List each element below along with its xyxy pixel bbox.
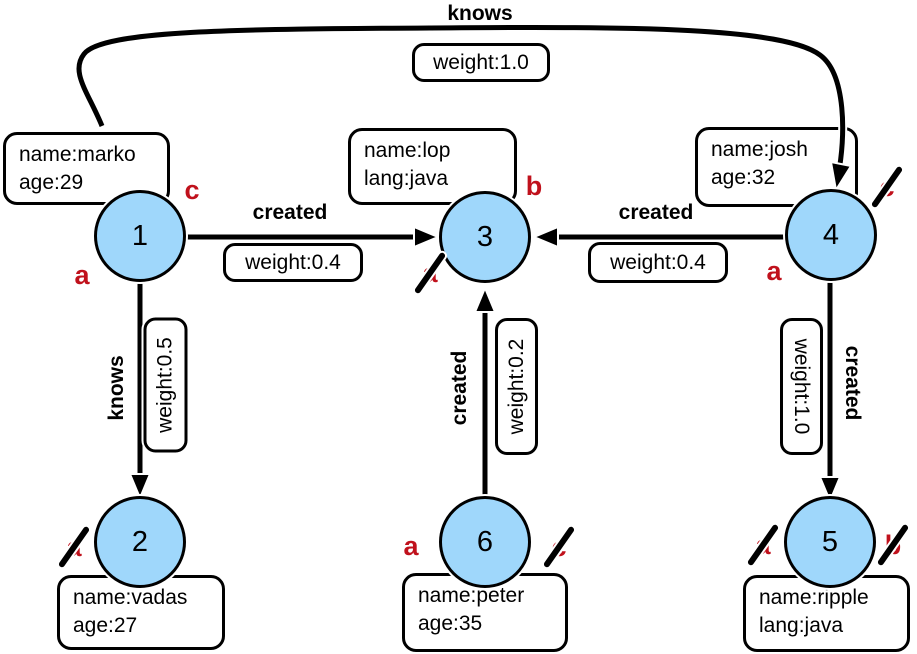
vertex-id: 5 — [821, 525, 839, 558]
arrowhead-into-3-left — [413, 225, 441, 249]
marker-a-vertex-4: a — [759, 256, 789, 286]
marker-a-vertex-5-crossed: a — [746, 523, 780, 567]
vertex-id: 3 — [476, 220, 494, 253]
weight-knows-top: weight:1.0 — [412, 43, 550, 82]
prop-line: name:peter — [418, 584, 525, 607]
edge-1-2-knows — [128, 282, 152, 501]
marker-letter: a — [403, 530, 419, 561]
marker-a-vertex-6: a — [396, 531, 426, 561]
vertex-6: 6 — [439, 496, 531, 588]
edge-label-created-4-3: created — [618, 201, 694, 224]
vertex-id: 4 — [822, 218, 840, 251]
vertex-id: 2 — [131, 525, 149, 558]
prop-line: name:lop — [364, 139, 451, 162]
vertex-4: 4 — [785, 189, 877, 281]
marker-b-vertex-3: b — [519, 171, 549, 201]
prop-line: name:josh — [711, 138, 808, 161]
weight-4-3: weight:0.4 — [588, 242, 728, 283]
prop-line: age:27 — [73, 614, 138, 637]
marker-a-vertex-3-crossed: a — [413, 251, 447, 295]
vertex-5: 5 — [784, 496, 876, 588]
arrowhead-into-3-bottom — [473, 285, 497, 313]
arrowhead-into-3-right — [531, 225, 559, 249]
marker-letter: b — [525, 170, 543, 201]
prop-line: name:vadas — [73, 586, 188, 609]
marker-a-vertex-1: a — [67, 260, 97, 290]
edge-label-created-1-3: created — [252, 201, 328, 224]
marker-letter: c — [184, 174, 200, 205]
vertex-3: 3 — [439, 191, 531, 283]
prop-line: lang:java — [364, 167, 449, 190]
marker-letter: a — [766, 255, 782, 286]
edge-1-4-knows — [74, 22, 853, 193]
vertex-2: 2 — [94, 496, 186, 588]
edge-label-knows-top: knows — [447, 2, 513, 25]
prop-line: age:35 — [418, 612, 483, 635]
marker-b-vertex-5-crossed: b — [876, 523, 910, 567]
vertex-1: 1 — [94, 190, 186, 282]
vertex-id: 6 — [476, 525, 494, 558]
marker-letter: a — [74, 259, 90, 290]
arrowhead-into-5 — [818, 476, 842, 504]
props-vertex-4: name:josh age:32 — [695, 127, 858, 207]
prop-line: lang:java — [759, 614, 844, 637]
prop-line: name:marko — [19, 143, 136, 166]
prop-line: age:32 — [711, 166, 776, 189]
marker-c-vertex-6-crossed: c — [542, 525, 576, 569]
edge-6-3-created — [473, 285, 497, 497]
edge-1-3-created — [186, 225, 441, 249]
prop-line: age:29 — [19, 171, 84, 194]
marker-c-vertex-4-crossed: c — [870, 165, 904, 209]
weight-1-3: weight:0.4 — [223, 243, 363, 282]
arrowhead-into-4 — [829, 160, 853, 193]
prop-line: name:ripple — [759, 586, 869, 609]
marker-a-vertex-2-crossed: a — [57, 525, 91, 569]
vertex-id: 1 — [131, 219, 149, 252]
arrowhead-into-2 — [128, 473, 152, 501]
edge-4-5-created — [818, 280, 842, 504]
edge-4-3-created — [531, 225, 785, 249]
marker-c-vertex-1: c — [177, 175, 207, 205]
